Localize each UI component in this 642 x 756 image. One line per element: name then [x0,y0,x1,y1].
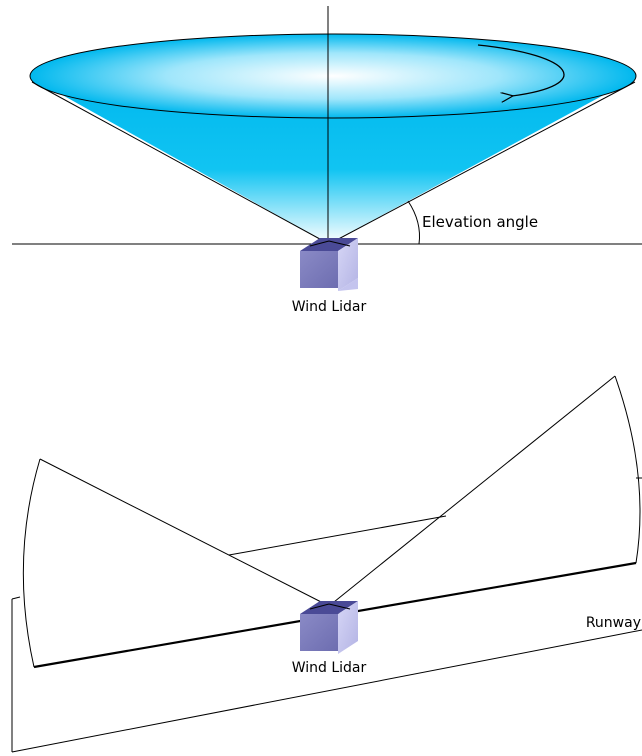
device-side-face [338,238,358,291]
device-front-face [300,251,338,288]
device-top-face [300,601,358,614]
device-beam-right [328,603,351,610]
rotation-arrow [477,44,565,96]
device-beam-left [309,603,330,610]
device-top-face [300,238,358,251]
scan-ray-left [39,458,330,607]
wind-lidar-device-top [300,238,358,291]
device-side-lower [320,278,358,291]
wind-lidar-label-top: Wind Lidar [292,299,367,315]
runway-far-edge [228,515,447,556]
cone-edge-left [31,81,330,245]
wind-lidar-device-bottom [300,601,358,654]
scan-sector-right-arc [614,375,641,564]
elevation-angle-arc [407,200,420,245]
runway-label: Runway [586,615,641,631]
wind-lidar-label-bottom: Wind Lidar [292,660,367,676]
device-beam-right [328,240,351,247]
conical-scan-panel: Elevation angle Wind Lidar [12,6,642,315]
runway-near-edge [11,629,642,753]
runway-scan-panel: Wind Lidar Runway [11,375,642,753]
cone-edge-right [328,81,636,245]
elevation-angle-label: Elevation angle [422,213,538,231]
device-side-face [338,601,358,654]
scan-ellipse [29,33,637,119]
runway-left-top [11,596,21,600]
scan-sector-left-arc [22,458,41,668]
device-front-face [300,614,338,651]
scan-cone [32,78,635,244]
device-beam-left [309,240,330,247]
scan-ray-right [328,375,616,607]
